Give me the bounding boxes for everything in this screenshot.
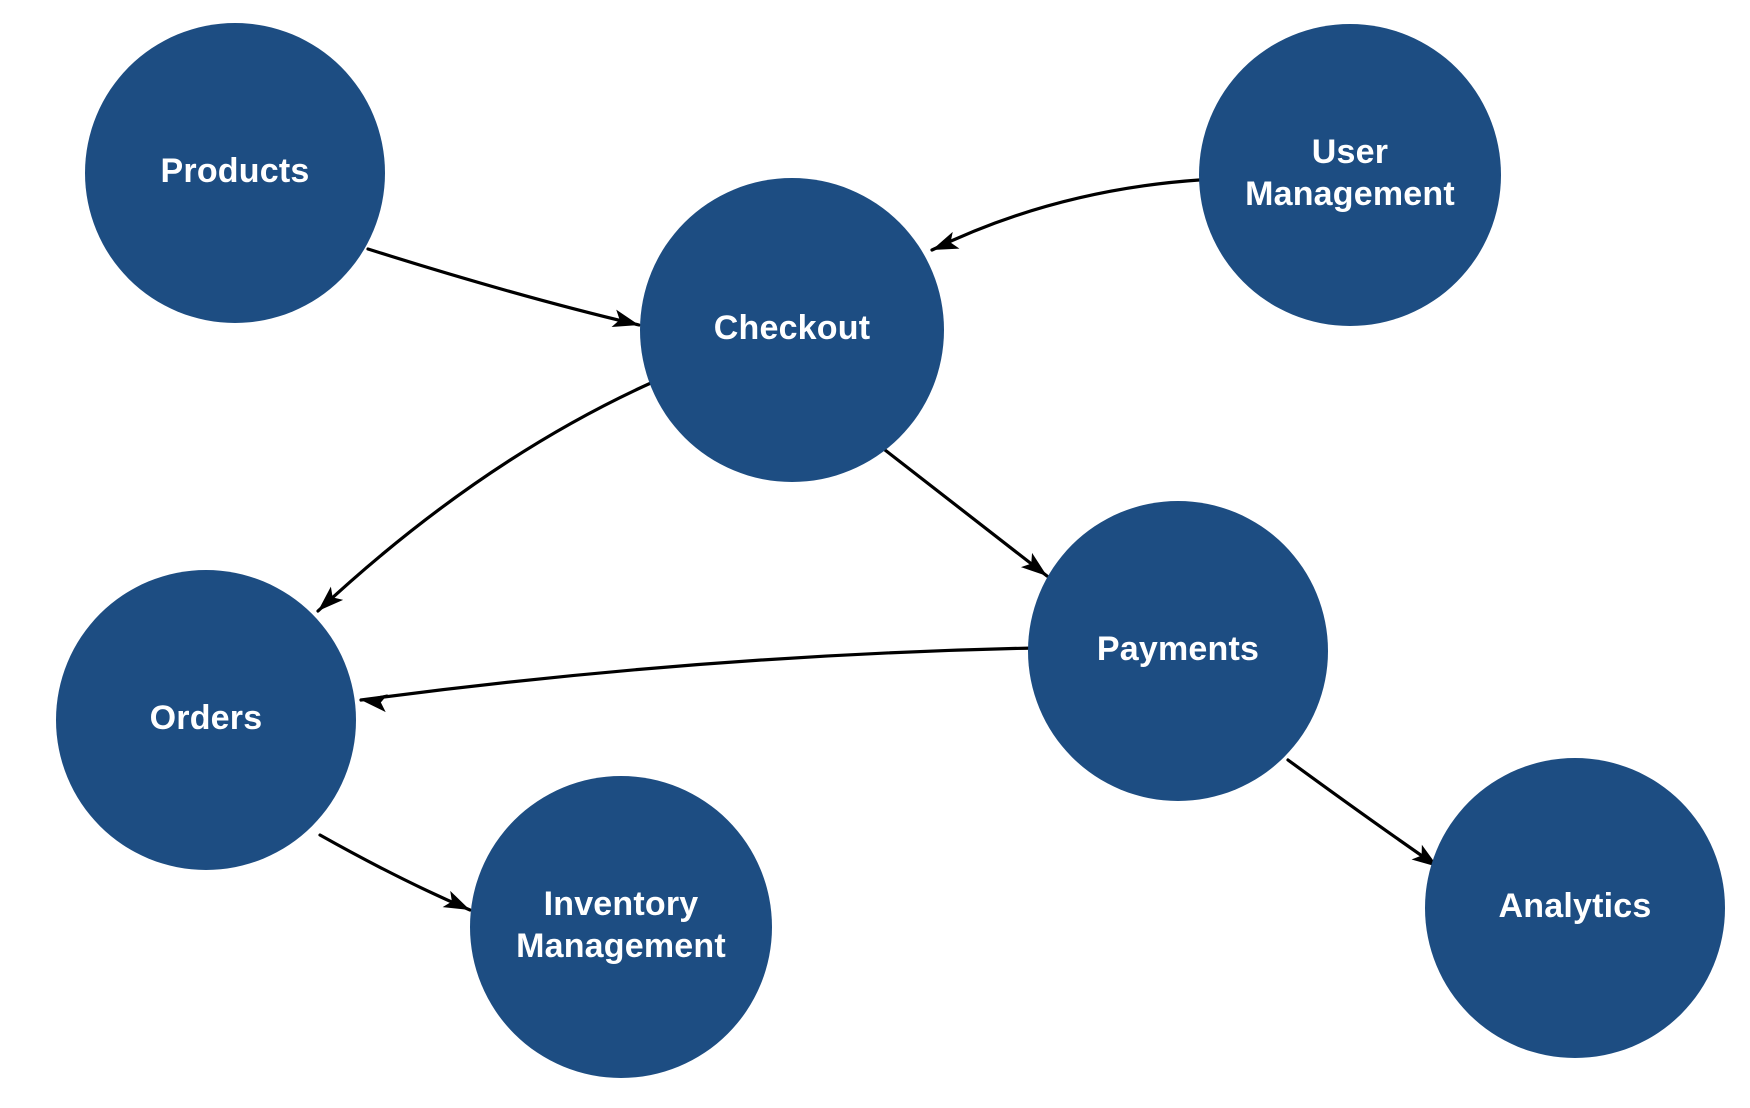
node-checkout[interactable]: Checkout (640, 178, 944, 482)
arrow-head-icon (932, 231, 960, 250)
edge-line (359, 646, 1037, 702)
node-shape[interactable] (640, 178, 944, 482)
edge-payments-to-analytics (1286, 758, 1440, 869)
node-orders[interactable]: Orders (56, 570, 356, 870)
arrow-head-icon (318, 586, 344, 611)
node-analytics[interactable]: Analytics (1425, 758, 1725, 1058)
edge-line (883, 448, 1049, 578)
node-payments[interactable]: Payments (1028, 501, 1328, 801)
edge-user-management-to-checkout (930, 178, 1201, 252)
edge-payments-to-orders (359, 646, 1037, 713)
node-shape[interactable] (1199, 24, 1501, 326)
edge-products-to-checkout (366, 247, 641, 327)
node-shape[interactable] (1028, 501, 1328, 801)
node-shape[interactable] (1425, 758, 1725, 1058)
arrow-head-icon (611, 309, 639, 327)
edge-line (316, 380, 655, 613)
edge-line (318, 833, 472, 912)
edge-checkout-to-orders (316, 380, 655, 613)
edge-line (366, 247, 641, 327)
node-products[interactable]: Products (85, 23, 385, 323)
arrow-head-icon (1411, 844, 1438, 867)
edge-line (930, 178, 1201, 252)
edges-layer (316, 178, 1440, 912)
edge-orders-to-inventory-management (318, 833, 472, 912)
node-shape[interactable] (56, 570, 356, 870)
arrow-head-icon (361, 694, 388, 713)
edge-line (1286, 758, 1440, 869)
arrow-head-icon (1020, 552, 1047, 576)
edge-checkout-to-payments (883, 448, 1049, 578)
node-shape[interactable] (470, 776, 772, 1078)
arrow-head-icon (442, 890, 470, 910)
node-shape[interactable] (85, 23, 385, 323)
